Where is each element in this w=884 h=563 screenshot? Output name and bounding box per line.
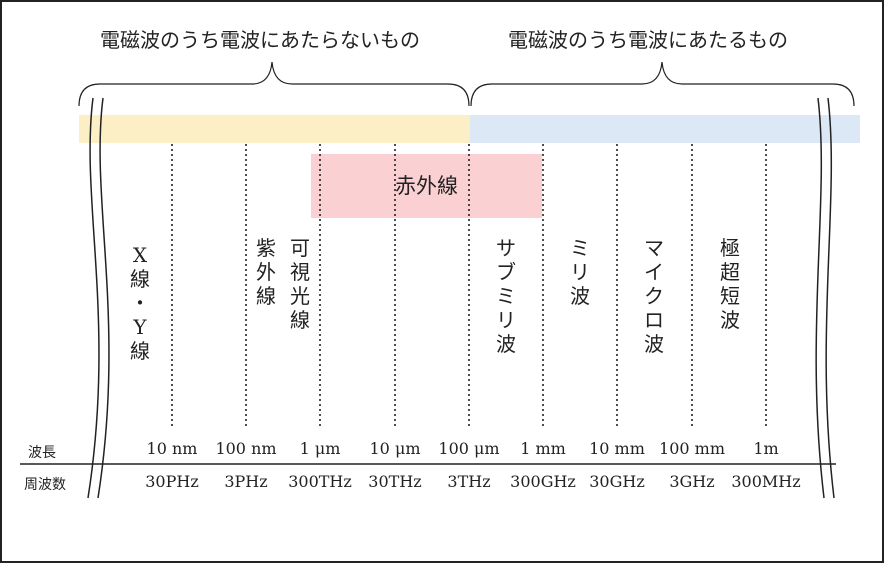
frequency-tick: 3GHz: [669, 472, 715, 491]
label-ultraviolet: 紫 外 線: [254, 236, 278, 308]
frequency-tick: 300GHz: [510, 472, 576, 491]
wavelength-tick: 10 nm: [146, 439, 198, 458]
left-brace: [78, 61, 470, 107]
wavelength-label: 波長: [28, 445, 56, 461]
wavelength-tick: 100 mm: [659, 439, 725, 458]
frequency-tick: 3PHz: [224, 472, 268, 491]
wavelength-tick: 100 nm: [215, 439, 277, 458]
wavelength-tick: 1 mm: [520, 439, 566, 458]
frequency-tick: 300THz: [288, 472, 352, 491]
label-visible-light: 可 視 光 線: [288, 236, 312, 332]
wavelength-tick: 10 mm: [589, 439, 645, 458]
wavelength-tick: 10 μm: [369, 439, 421, 458]
right-brace: [470, 61, 855, 107]
category-text: X 線 ・ Y 線: [130, 243, 150, 363]
frequency-tick: 3THz: [447, 472, 491, 491]
heading-radio: 電磁波のうち電波にあたるもの: [508, 28, 788, 52]
wavelength-tick: 1m: [753, 439, 779, 458]
right-wave-inner: [825, 97, 835, 499]
left-wave-inner: [97, 97, 110, 499]
non-radio-band: [79, 115, 470, 143]
infrared-band: 赤外線: [311, 154, 542, 218]
category-text: 極 超 短 波: [720, 236, 740, 332]
label-xray-gamma: X 線 ・ Y 線: [128, 243, 152, 363]
frequency-tick: 30GHz: [589, 472, 645, 491]
label-millimeter: ミ リ 波: [568, 236, 592, 308]
label-uhf: 極 超 短 波: [718, 236, 742, 332]
left-wave-outer: [87, 97, 100, 499]
category-text: 紫 外 線: [256, 236, 276, 308]
frequency-tick: 30THz: [368, 472, 422, 491]
category-text: マ イ ク ロ 波: [644, 236, 664, 356]
category-text: ミ リ 波: [570, 236, 590, 308]
frequency-label: 周波数: [24, 477, 66, 493]
category-text: 可 視 光 線: [290, 236, 310, 332]
wavelength-tick: 100 μm: [438, 439, 500, 458]
category-text: サ ブ ミ リ 波: [496, 236, 516, 356]
label-submillimeter: サ ブ ミ リ 波: [494, 236, 518, 356]
heading-non-radio: 電磁波のうち電波にあたらないもの: [100, 28, 420, 52]
frequency-tick: 30PHz: [145, 472, 199, 491]
wavelength-tick: 1 μm: [299, 439, 341, 458]
radio-band: [470, 115, 860, 143]
right-wave-outer: [815, 97, 825, 499]
frequency-tick: 300MHz: [731, 472, 801, 491]
label-microwave: マ イ ク ロ 波: [642, 236, 666, 356]
